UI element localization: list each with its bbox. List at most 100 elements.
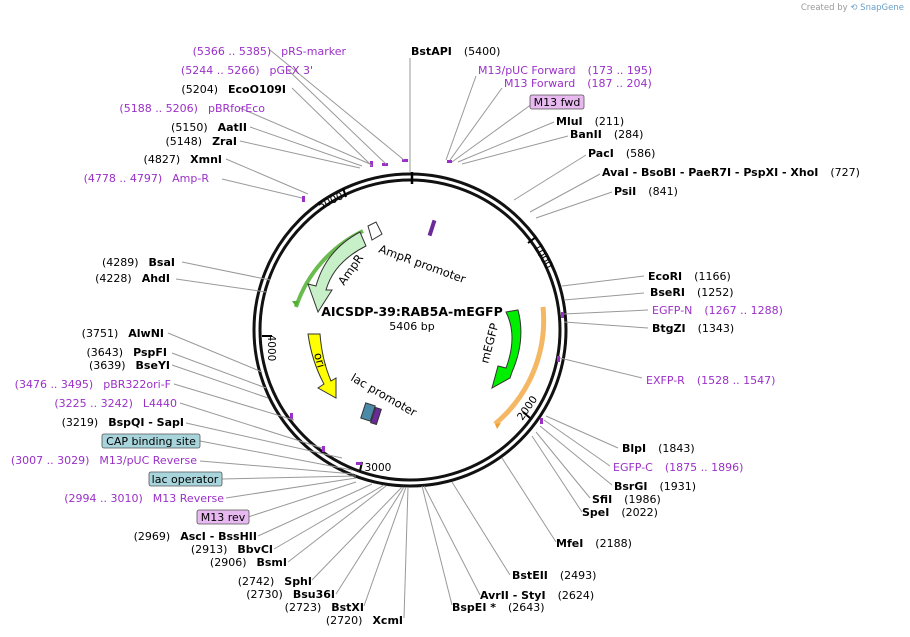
right-primer-labels: M13/pUC Forward(173 .. 195) M13 Forward(…: [478, 64, 783, 474]
site-xmni: (4827)XmnI: [144, 153, 222, 166]
primer-pgex-3: (5244 .. 5266)pGEX 3': [181, 64, 313, 77]
primer-mark-m13puc-fwd: [447, 160, 452, 163]
leader-ecori: [561, 275, 645, 287]
primer-mark-prs: [402, 159, 408, 162]
leader-m13-rev: [225, 477, 357, 499]
site-sfii: SfiI(1986): [592, 493, 661, 506]
tick-label-5000: 5000: [316, 190, 345, 212]
lac-promoter-label: lac promoter: [349, 370, 420, 419]
leader-mfei: [501, 457, 557, 543]
lac-promoter-block: [360, 402, 376, 422]
m13-rev-box: [196, 509, 250, 525]
leader-xcmi: [403, 486, 409, 619]
plasmid-name: AICSDP-39:RAB5A-mEGFP: [321, 304, 503, 319]
site-btgzi: BtgZI(1343): [652, 322, 734, 335]
site-bsteii: BstEII(2493): [512, 569, 596, 582]
m13-fwd-box: [529, 94, 585, 110]
site-blpi: BlpI(1843): [622, 442, 695, 455]
site-bsmi: (2906)BsmI: [210, 556, 287, 569]
tick-2000: [522, 411, 531, 419]
site-mlui: MluI(211): [556, 115, 624, 128]
leader-asci: [257, 483, 373, 537]
left-primer-labels: (5366 .. 5385)pRS-marker (5244 .. 5266)p…: [11, 45, 347, 505]
tick-5000: [342, 187, 347, 198]
leader-bsmi: [287, 485, 387, 563]
leader-bbvci: [273, 484, 385, 550]
primer-marks: [290, 159, 564, 465]
snapgene-credit: Created by ⟲ SnapGene: [801, 3, 904, 13]
leader-bspqi: [185, 422, 343, 459]
lac-operator-box: [148, 471, 223, 487]
lac-operator-block: [370, 406, 382, 426]
primer-exfp-r: EXFP-R(1528 .. 1547): [646, 374, 775, 387]
leader-avrii: [423, 485, 481, 596]
leader-mlui: [457, 121, 555, 163]
leader-m13-fwd-box: [451, 103, 533, 163]
leader-amp-r: [221, 178, 303, 199]
leader-bsu36i: [335, 486, 405, 595]
leader-pgex: [287, 69, 387, 165]
site-bseyi: (3639)BseYI: [89, 359, 170, 372]
site-pspfi: (3643)PspFI: [87, 346, 167, 359]
leader-sphi: [311, 486, 403, 581]
primer-mark-pbr322ori: [322, 446, 325, 452]
primer-pbr322ori-f: (3476 .. 3495)pBR322ori-F: [15, 378, 171, 391]
leader-eco0109i: [291, 87, 373, 167]
leader-pspfi: [171, 352, 267, 389]
primer-mark-pbrforeco: [370, 161, 373, 167]
leader-egfp-n: [563, 309, 649, 315]
leader-psii: [535, 191, 613, 219]
site-psii: PsiI(841): [614, 185, 678, 198]
m13-fwd-box-label: M13 fwd: [534, 96, 581, 109]
primer-mark-egfp-n: [561, 312, 564, 318]
site-bspqi-sapi: (3219)BspQI - SapI: [62, 416, 184, 429]
egfp-orange-arc-head: [495, 423, 501, 429]
tick-label-4000: 4000: [265, 335, 277, 362]
leader-pbrforeco: [239, 107, 371, 165]
site-bsrgi: BsrGI(1931): [614, 480, 696, 493]
leader-bseyi: [171, 364, 269, 399]
site-paci: PacI(586): [588, 147, 655, 160]
site-bseri: BseRI(1252): [650, 286, 734, 299]
leader-m13puc-fwd: [445, 75, 477, 161]
leader-bsteii: [451, 481, 511, 576]
site-bspei: BspEI *(2643): [452, 601, 545, 614]
site-bstxi: (2723)BstXI: [285, 601, 364, 614]
leader-avai: [529, 173, 601, 213]
leader-alwni: [167, 332, 263, 373]
site-sphi: (2742)SphI: [238, 575, 312, 588]
backbone-outer: [252, 172, 568, 488]
ampr-promoter-label: AmpR promoter: [377, 242, 468, 287]
leader-cap: [199, 440, 353, 471]
egfp-orange-arc: [493, 306, 547, 426]
site-bsu36i: (2730)Bsu36I: [246, 588, 335, 601]
primer-mark-egfp-c: [540, 418, 543, 424]
site-avai-group: AvaI - BsoBI - PaeR7I - PspXI - XhoI(727…: [602, 166, 860, 179]
site-bsai: (4289)BsaI: [102, 256, 175, 269]
primer-egfp-n: EGFP-N(1267 .. 1288): [652, 304, 783, 317]
ori-label: ori: [311, 351, 328, 369]
site-ecoo109i: (5204)EcoO109I: [181, 83, 286, 96]
site-bbvci: (2913)BbvCI: [191, 543, 273, 556]
plasmid-length: 5406 bp: [389, 320, 434, 333]
site-mfei: MfeI(2188): [556, 537, 632, 550]
backbone-inner: [258, 178, 562, 482]
primer-egfp-c: EGFP-C(1875 .. 1896): [613, 461, 743, 474]
primer-mark-ampr: [302, 196, 305, 202]
ampr-green-arc-head: [292, 301, 299, 307]
leader-ahdi: [175, 278, 267, 293]
leader-zrai: [239, 140, 361, 169]
site-alwni: (3751)AlwNI: [82, 327, 164, 340]
site-aatii: (5150)AatII: [171, 121, 247, 134]
leader-lacop: [221, 475, 357, 480]
site-ahdi: (4228)AhdI: [95, 272, 170, 285]
leader-lines: [167, 49, 649, 619]
leader-prs: [269, 49, 405, 161]
site-avrii-styi: AvrII - StyI(2624): [480, 589, 594, 602]
m13-fwd-block: [427, 219, 437, 237]
primer-m13puc-reverse: (3007 .. 3029)M13/pUC Reverse: [11, 454, 197, 467]
leader-banii: [461, 135, 569, 165]
site-xcmi: (2720)XcmI: [326, 614, 403, 627]
site-bstapi: BstAPI(5400): [411, 45, 500, 58]
